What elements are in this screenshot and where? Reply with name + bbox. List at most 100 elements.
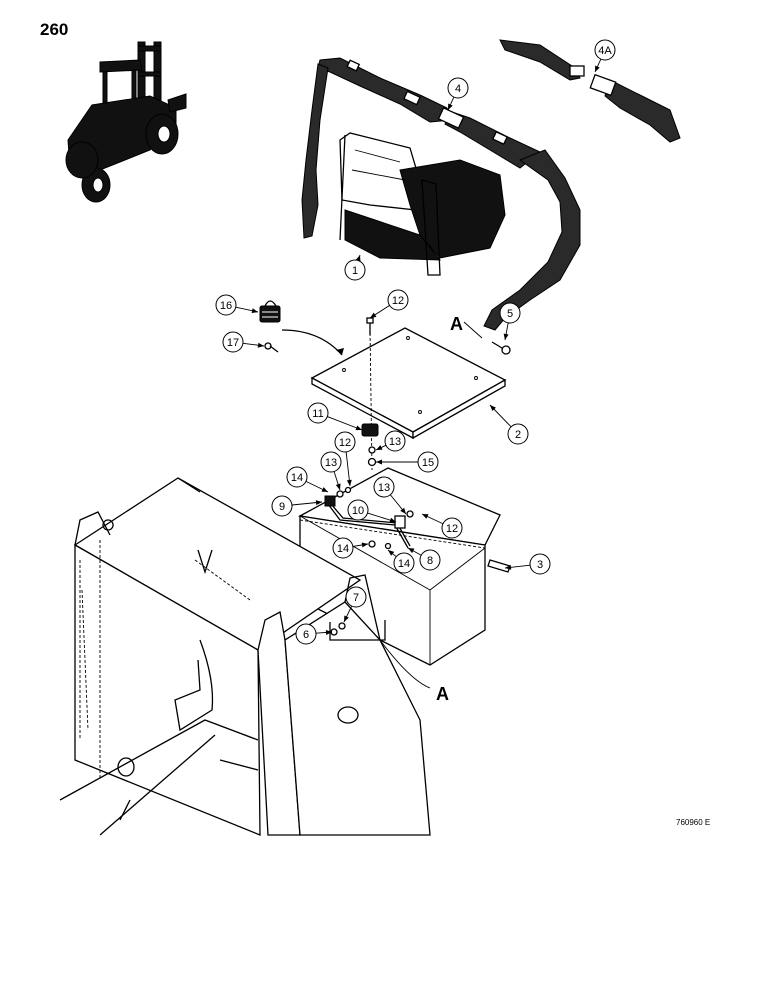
padlock-icon <box>259 300 281 323</box>
seat-belt <box>301 39 681 331</box>
callout-arrowhead <box>376 459 382 465</box>
callout-12: 12 <box>369 289 409 319</box>
callout-arrowhead <box>325 629 332 635</box>
callout-circle <box>320 451 342 473</box>
padlock-arrow <box>281 329 343 356</box>
callout-circle <box>286 466 308 488</box>
callout-arrowhead <box>376 445 383 450</box>
illustration-reference-code: 760960 E <box>676 818 711 827</box>
callout-circle <box>295 623 317 645</box>
callout-12: 12 <box>421 513 463 539</box>
callout-14: 14 <box>332 537 369 559</box>
callout-label: 4 <box>455 83 461 95</box>
callout-arrowhead <box>422 514 429 519</box>
callout-label: 1 <box>352 265 358 277</box>
callout-circle <box>384 430 406 452</box>
rod-fasteners <box>324 486 414 550</box>
callout-8: 8 <box>407 547 441 571</box>
callout-4a: 4A <box>594 39 616 73</box>
machine-frame <box>59 477 431 836</box>
callout-label: 17 <box>227 337 239 349</box>
callout-arrowhead <box>346 479 352 486</box>
callout-15: 15 <box>376 451 439 473</box>
callout-circle <box>387 289 409 311</box>
callout-arrowhead <box>595 65 600 72</box>
callout-label: 12 <box>446 523 458 535</box>
plate-bolt <box>366 317 374 335</box>
callout-label: 13 <box>378 482 390 494</box>
callout-arrowhead <box>448 103 453 110</box>
callout-circle <box>222 331 244 353</box>
callout-circle <box>334 431 356 453</box>
callout-16: 16 <box>215 294 259 316</box>
callout-arrowhead <box>389 517 396 523</box>
callout-arrowhead <box>321 487 328 492</box>
callout-arrowhead <box>503 333 509 340</box>
callout-label: 12 <box>339 437 351 449</box>
callout-13: 13 <box>320 451 342 491</box>
callout-arrowhead <box>490 405 496 412</box>
callout-6: 6 <box>295 623 333 645</box>
callout-label: 5 <box>507 308 513 320</box>
callout-circle <box>393 552 415 574</box>
callout-label: 16 <box>220 300 232 312</box>
latch-bracket <box>361 423 379 437</box>
callout-12: 12 <box>334 431 356 487</box>
callout-label: 13 <box>389 436 401 448</box>
callout-13: 13 <box>373 476 407 515</box>
section-mark-a-lower: A <box>436 684 449 704</box>
callout-label: 12 <box>392 295 404 307</box>
callout-arrowhead <box>400 507 406 514</box>
callout-13: 13 <box>375 430 406 452</box>
callout-arrowhead <box>251 308 258 314</box>
callout-circle <box>419 549 441 571</box>
callout-label: 14 <box>337 543 349 555</box>
callout-label: 14 <box>398 558 410 570</box>
callout-circle <box>344 259 366 281</box>
callout-arrowhead <box>505 564 512 570</box>
callout-label: 13 <box>325 457 337 469</box>
callout-arrowhead <box>388 550 395 556</box>
callout-label: 3 <box>537 559 543 571</box>
callout-arrowhead <box>408 548 415 554</box>
callout-3: 3 <box>504 553 551 575</box>
operator-seat <box>339 132 506 276</box>
callout-arrowhead <box>335 483 341 490</box>
callout-circle <box>529 553 551 575</box>
callout-circle <box>307 402 329 424</box>
callout-circle <box>594 39 616 61</box>
callout-2: 2 <box>489 404 529 445</box>
callout-14: 14 <box>286 466 329 493</box>
washer-nut <box>367 446 377 467</box>
callout-circle <box>332 537 354 559</box>
callout-leader <box>327 416 363 431</box>
callout-arrowhead <box>355 425 362 431</box>
callout-arrowhead <box>315 500 322 506</box>
callout-label: 9 <box>279 501 285 513</box>
key-icon <box>264 342 279 353</box>
callout-circle <box>215 294 237 316</box>
callout-5: 5 <box>499 302 521 341</box>
callout-circle <box>271 495 293 517</box>
callout-17: 17 <box>222 331 265 353</box>
latch-rod <box>327 503 411 549</box>
callout-label: 2 <box>515 429 521 441</box>
callout-label: 15 <box>422 457 434 469</box>
callout-circle <box>507 423 529 445</box>
callout-11: 11 <box>307 402 363 431</box>
seat-plate <box>310 327 507 471</box>
callout-circle <box>417 451 439 473</box>
callout-arrowhead <box>257 342 264 348</box>
knob <box>491 341 511 355</box>
callout-4: 4 <box>447 77 469 111</box>
callout-circle <box>347 499 369 521</box>
callout-arrowhead <box>370 312 377 318</box>
callout-circle <box>373 476 395 498</box>
callout-label: 6 <box>303 629 309 641</box>
callout-14: 14 <box>387 549 415 574</box>
callout-9: 9 <box>271 495 323 517</box>
section-mark-a-upper: A <box>450 314 463 334</box>
